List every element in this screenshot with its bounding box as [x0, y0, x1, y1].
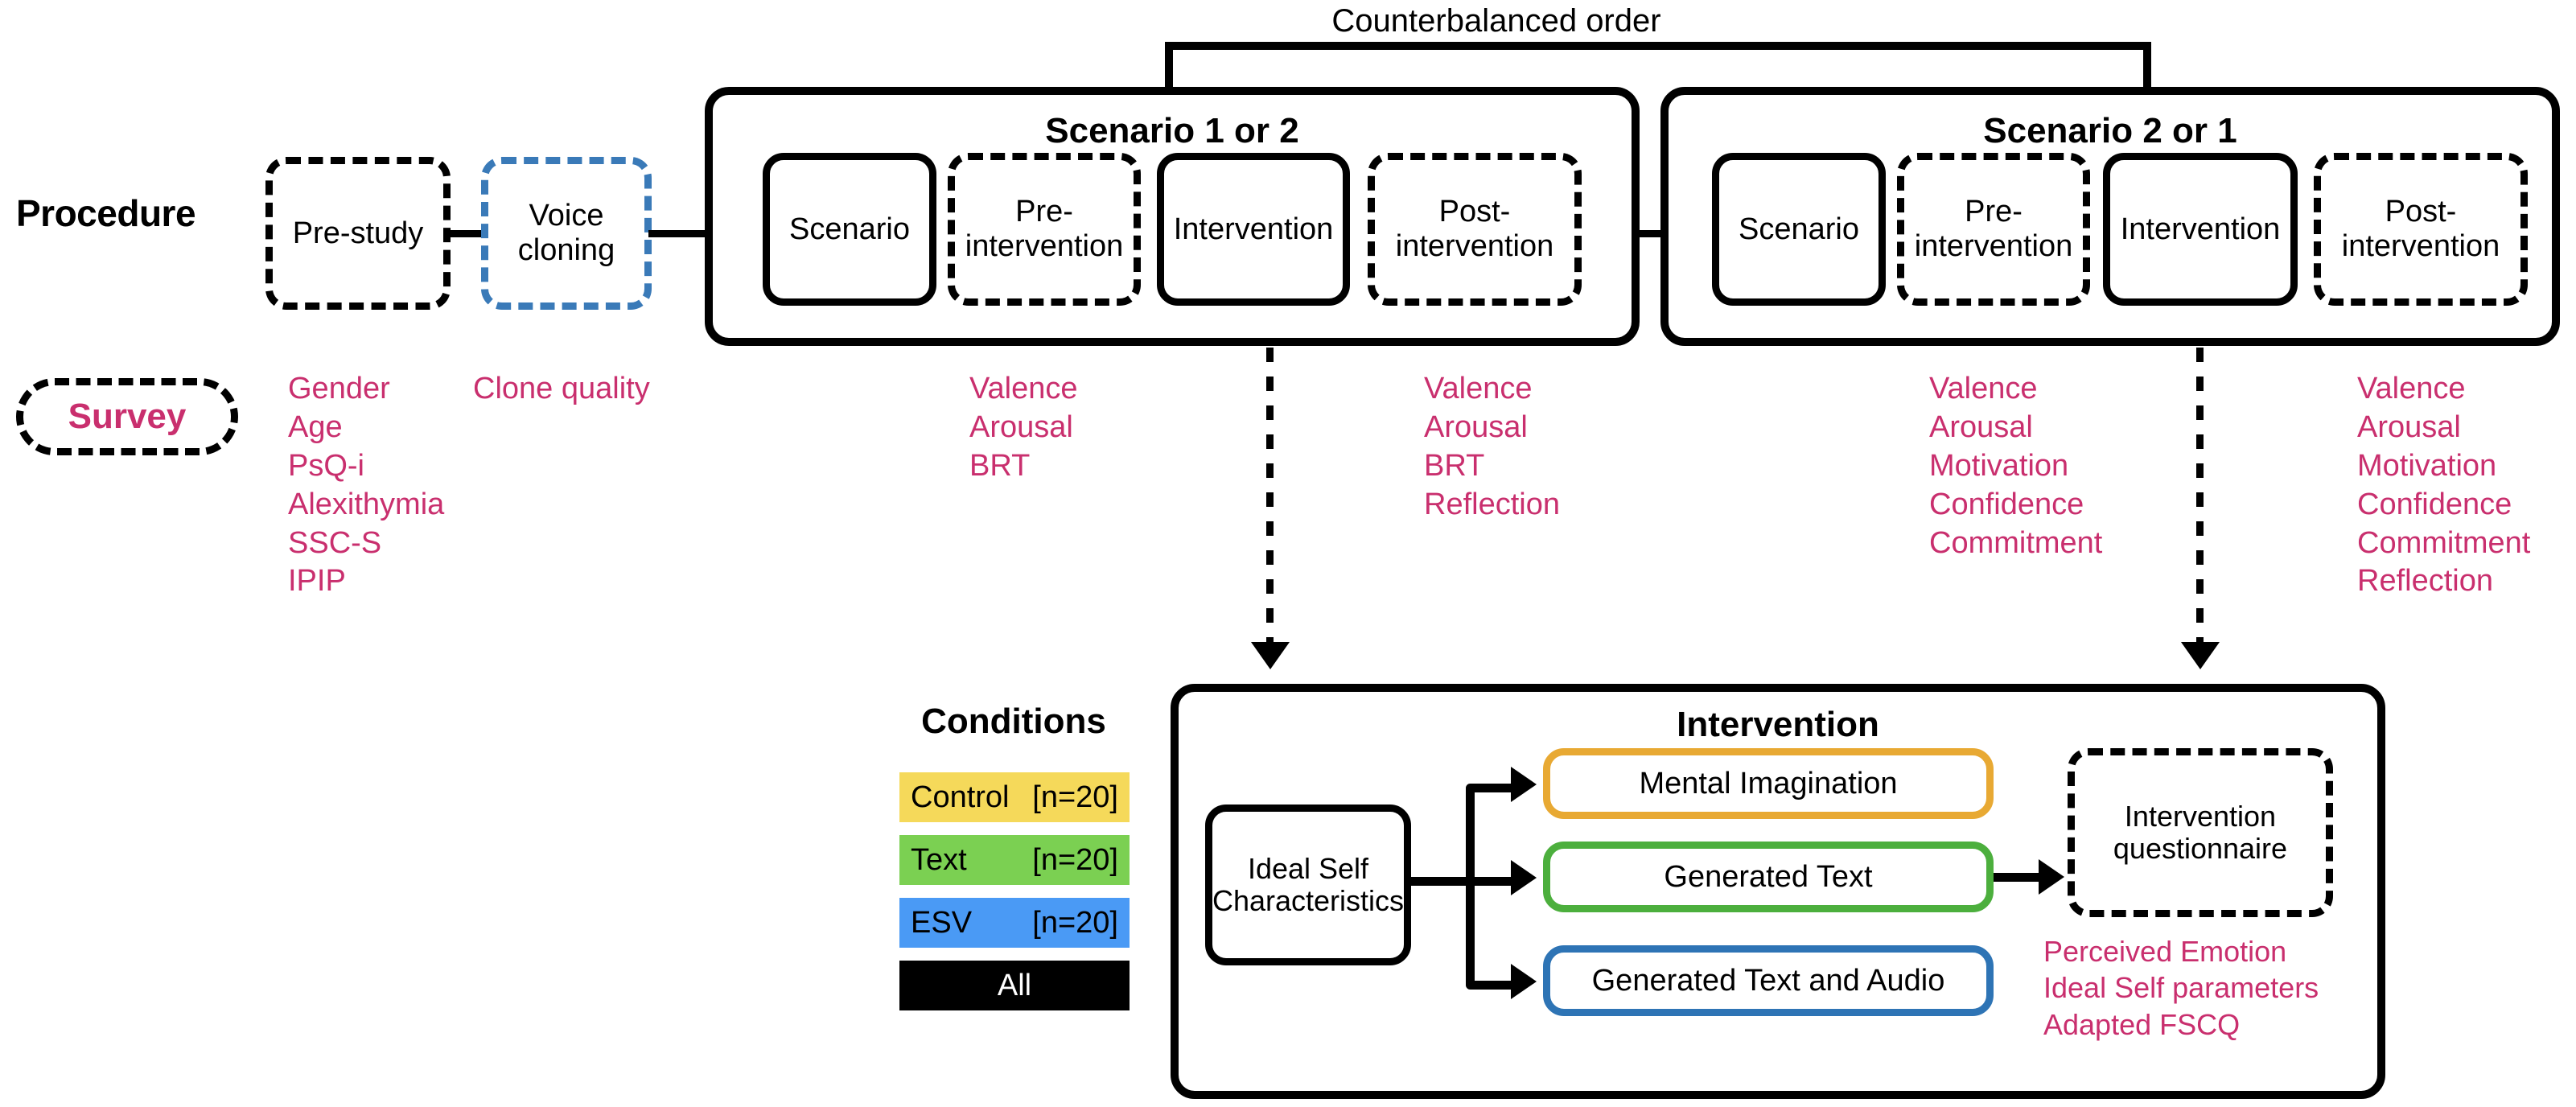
survey-list-left-post: Valence Arousal BRT Reflection: [1424, 372, 1560, 521]
node-intervention-questionnaire[interactable]: Intervention questionnaire: [2068, 748, 2333, 917]
counterbalanced-order-label: Counterbalanced order: [1331, 3, 1661, 39]
survey-list-right-pre: Valence Arousal Motivation Confidence Co…: [1929, 372, 2103, 560]
node-generated-text-and-audio[interactable]: Generated Text and Audio: [1543, 945, 1994, 1016]
condition-name-text: Text: [911, 842, 967, 877]
counterbalance-bracket: [1165, 42, 2151, 95]
condition-count-control: [n=20]: [1032, 780, 1118, 814]
condition-row-control[interactable]: Control [n=20]: [899, 772, 1130, 822]
panel-scenario-1-or-2-title: Scenario 1 or 2: [1045, 111, 1299, 150]
condition-name-control: Control: [911, 780, 1010, 814]
condition-row-esv[interactable]: ESV [n=20]: [899, 898, 1130, 948]
arrow-left-intervention-to-panel: [1249, 348, 1291, 685]
condition-row-text[interactable]: Text [n=20]: [899, 835, 1130, 885]
node-ideal-self-characteristics[interactable]: Ideal Self Characteristics: [1205, 805, 1411, 965]
survey-row-label: Survey: [68, 397, 187, 437]
connector-panel1-panel2: [1636, 230, 1667, 237]
condition-name-esv: ESV: [911, 905, 973, 940]
branch-connector: [1411, 767, 1556, 1006]
node-voice-cloning[interactable]: Voice cloning: [481, 157, 652, 310]
node-right-post-intervention[interactable]: Post- intervention: [2314, 153, 2528, 306]
condition-count-esv: [n=20]: [1032, 905, 1118, 940]
node-left-post-intervention[interactable]: Post- intervention: [1368, 153, 1582, 306]
node-left-scenario[interactable]: Scenario: [763, 153, 936, 306]
node-right-pre-intervention[interactable]: Pre- intervention: [1897, 153, 2090, 306]
connector-prestudy-voicecloning: [447, 230, 484, 237]
node-generated-text[interactable]: Generated Text: [1543, 842, 1994, 912]
survey-list-voice-cloning: Clone quality: [473, 372, 650, 405]
survey-row-label-box: Survey: [16, 378, 238, 455]
node-left-intervention[interactable]: Intervention: [1157, 153, 1350, 306]
conditions-title: Conditions: [921, 702, 1106, 741]
condition-count-text: [n=20]: [1032, 842, 1118, 877]
survey-list-left-pre: Valence Arousal BRT: [969, 372, 1078, 483]
node-left-pre-intervention[interactable]: Pre- intervention: [948, 153, 1141, 306]
survey-list-intervention-questionnaire: Perceived Emotion Ideal Self parameters …: [2043, 935, 2319, 1041]
arrow-right-intervention-to-panel: [2179, 348, 2221, 685]
panel-intervention-title: Intervention: [1677, 705, 1879, 744]
survey-list-pre-study: Gender Age PsQ-i Alexithymia SSC-S IPIP: [288, 372, 445, 599]
connector-voicecloning-panel1: [648, 230, 710, 237]
panel-scenario-2-or-1-title: Scenario 2 or 1: [1983, 111, 2237, 150]
node-mental-imagination[interactable]: Mental Imagination: [1543, 748, 1994, 819]
procedure-row-label: Procedure: [16, 192, 196, 234]
condition-row-all[interactable]: All: [899, 961, 1130, 1010]
node-right-intervention[interactable]: Intervention: [2103, 153, 2298, 306]
arrow-to-questionnaire: [1994, 859, 2068, 896]
node-pre-study[interactable]: Pre-study: [265, 157, 451, 310]
survey-list-right-post: Valence Arousal Motivation Confidence Co…: [2357, 372, 2531, 599]
node-right-scenario[interactable]: Scenario: [1712, 153, 1886, 306]
